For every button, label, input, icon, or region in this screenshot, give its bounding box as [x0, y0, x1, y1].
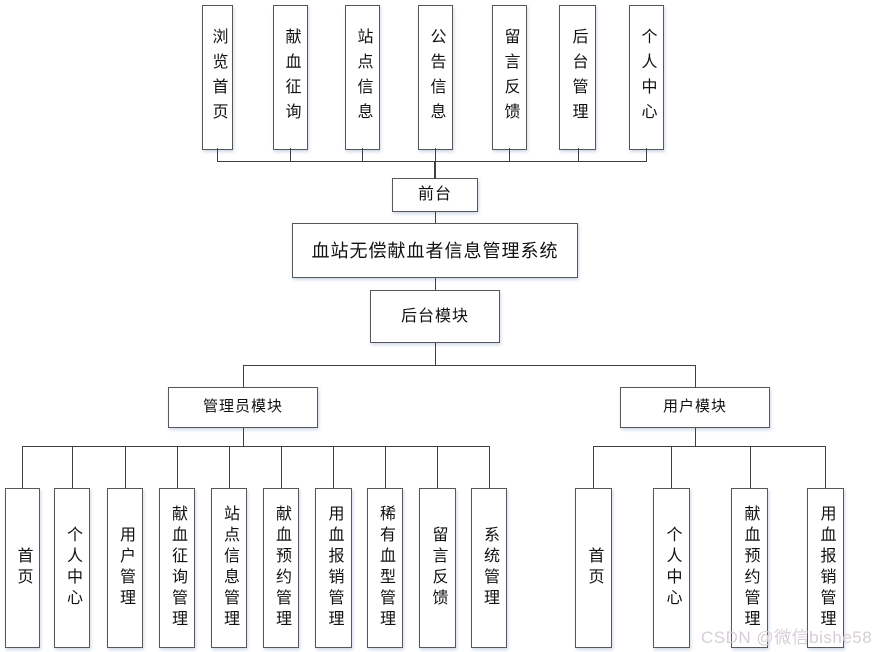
connector-line — [435, 278, 436, 290]
node-admin-system-management: 系统管理 — [471, 488, 507, 648]
connector-line — [177, 446, 178, 488]
connector-line — [437, 446, 438, 488]
connector-line — [243, 428, 244, 446]
node-announcement-info: 公告信息 — [418, 5, 453, 150]
node-user-personal-center: 个人中心 — [653, 488, 690, 648]
connector-line — [243, 365, 244, 387]
connector-line — [593, 446, 594, 488]
connector-line — [435, 148, 436, 161]
connector-line — [435, 343, 436, 366]
connector-line — [750, 446, 751, 488]
connector-line — [825, 446, 826, 488]
node-user-reimbursement-management: 用血报销管理 — [807, 488, 844, 648]
node-donation-inquiry: 献血征询 — [273, 5, 308, 150]
node-admin-home: 首页 — [5, 488, 40, 648]
node-admin-rare-blood-type-management: 稀有血型管理 — [367, 488, 403, 648]
connector-line — [22, 446, 23, 488]
node-front-desk: 前台 — [392, 178, 478, 212]
node-admin-message-feedback: 留言反馈 — [419, 488, 456, 648]
connector-line — [217, 148, 218, 161]
connector-line — [125, 446, 126, 488]
node-backend-module: 后台模块 — [370, 290, 500, 343]
node-site-info: 站点信息 — [345, 5, 380, 150]
node-personal-center: 个人中心 — [629, 5, 664, 150]
connector-line — [578, 148, 579, 161]
node-user-home: 首页 — [575, 488, 612, 648]
node-admin-personal-center: 个人中心 — [54, 488, 90, 648]
connector-line — [695, 428, 696, 446]
connector-line — [362, 148, 363, 161]
node-admin-donation-inquiry-management: 献血征询管理 — [159, 488, 195, 648]
connector-line — [281, 446, 282, 488]
node-user-module: 用户模块 — [620, 387, 770, 428]
connector-line — [22, 446, 490, 447]
node-admin-reimbursement-management: 用血报销管理 — [315, 488, 352, 648]
connector-line — [509, 148, 510, 161]
node-admin-user-management: 用户管理 — [107, 488, 143, 648]
node-system-title: 血站无偿献血者信息管理系统 — [292, 223, 578, 278]
node-admin-site-info-management: 站点信息管理 — [211, 488, 247, 648]
connector-line — [695, 365, 696, 387]
connector-line — [72, 446, 73, 488]
connector-line — [229, 446, 230, 488]
node-admin-appointment-management: 献血预约管理 — [263, 488, 299, 648]
connector-line — [435, 212, 436, 223]
connector-line — [217, 161, 647, 162]
node-user-appointment-management: 献血预约管理 — [731, 488, 768, 648]
connector-line — [243, 365, 696, 366]
csdn-watermark: CSDN @微信bishe58 — [701, 628, 873, 647]
connector-line — [489, 446, 490, 488]
connector-line — [385, 446, 386, 488]
node-admin-module: 管理员模块 — [168, 387, 318, 428]
connector-line — [593, 446, 826, 447]
connector-line — [333, 446, 334, 488]
node-message-feedback: 留言反馈 — [492, 5, 527, 150]
connector-line — [434, 161, 436, 179]
connector-line — [290, 148, 291, 161]
connector-line — [671, 446, 672, 488]
node-browse-home: 浏览首页 — [202, 5, 233, 150]
connector-line — [646, 148, 647, 161]
node-backend-management: 后台管理 — [559, 5, 596, 150]
